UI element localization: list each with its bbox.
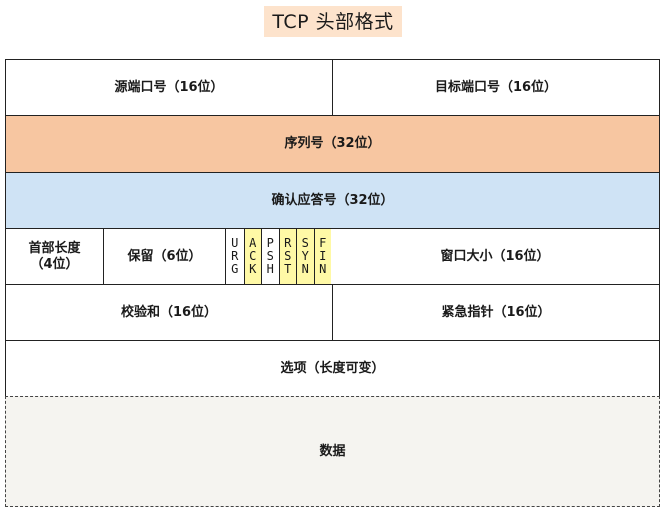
diagram-title: TCP 头部格式 (264, 6, 402, 37)
row-checksum-urgent: 校验和（16位） 紧急指针（16位） (5, 284, 660, 341)
sequence-number-field: 序列号（32位） (284, 136, 381, 151)
flag-letter: G (231, 262, 239, 276)
flag-letter: T (284, 262, 292, 276)
flag-letter: S (301, 236, 309, 250)
data-field: 数据 (319, 443, 346, 459)
options-field: 选项（长度可变） (280, 360, 385, 376)
urgent-pointer-field: 紧急指针（16位） (332, 285, 659, 340)
flag-letter: Y (301, 249, 309, 263)
row-ports: 源端口号（16位） 目标端口号（16位） (5, 59, 660, 116)
flag-letter: H (266, 262, 274, 276)
flag-letter: N (319, 262, 327, 276)
flag-letter: R (284, 236, 292, 250)
row-ack-number: 确认应答号（32位） (5, 172, 660, 229)
row-sequence-number: 序列号（32位） (5, 115, 660, 173)
flag-letter: N (301, 262, 309, 276)
flag-letter: S (284, 249, 292, 263)
tcp-header-diagram: 源端口号（16位） 目标端口号（16位） 序列号（32位） 确认应答号（32位）… (5, 59, 660, 507)
window-size-field: 窗口大小（16位） (440, 248, 550, 264)
header-length-bits: （4位） (30, 256, 79, 272)
flag-letter: I (319, 249, 327, 263)
header-length-field: 首部长度 （4位） (6, 229, 103, 284)
flag-letter: U (231, 236, 239, 250)
header-length-label: 首部长度 (28, 240, 81, 256)
row-data: 数据 (5, 396, 660, 507)
destination-port-field: 目标端口号（16位） (332, 60, 659, 115)
flag-letter: K (249, 262, 257, 276)
checksum-field: 校验和（16位） (120, 304, 218, 320)
title-wrap: TCP 头部格式 (0, 6, 666, 37)
flag-letter: P (266, 236, 274, 250)
flag-letter: S (266, 249, 274, 263)
flag-letter: R (231, 249, 239, 263)
flag-letter: F (319, 236, 327, 250)
reserved-field: 保留（6位） (103, 229, 225, 284)
flag-letter: A (249, 236, 257, 250)
source-port-field: 源端口号（16位） (114, 79, 224, 95)
flag-letter: C (249, 249, 257, 263)
ack-number-field: 确认应答号（32位） (271, 192, 394, 208)
row-options: 选项（长度可变） (5, 340, 660, 397)
